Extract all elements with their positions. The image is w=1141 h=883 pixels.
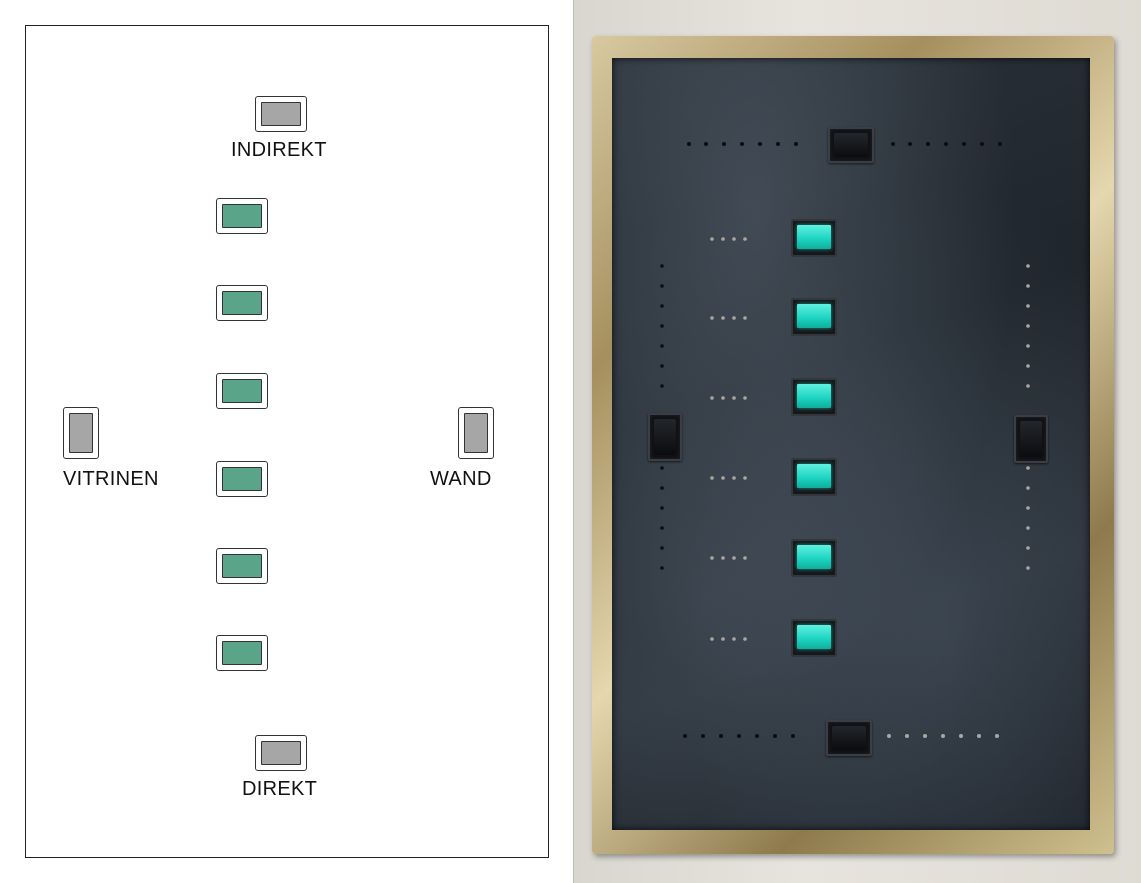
wand-label: WAND xyxy=(430,468,492,490)
bottom-rocker-switch[interactable] xyxy=(826,720,872,756)
panel-photo xyxy=(574,0,1141,883)
dot-row-bottom-left xyxy=(683,734,795,738)
direkt-switch[interactable] xyxy=(255,735,307,771)
dot-column-right xyxy=(1026,264,1030,570)
green-switch-3[interactable] xyxy=(216,373,268,409)
dot-group xyxy=(710,637,747,641)
dot-row-top-left xyxy=(687,142,798,146)
cyan-indicator-6[interactable] xyxy=(791,619,837,657)
right-rocker-switch[interactable] xyxy=(1014,415,1048,463)
cyan-indicator-1[interactable] xyxy=(791,219,837,257)
dot-row-bottom-right xyxy=(887,734,999,738)
indirekt-switch[interactable] xyxy=(255,96,307,132)
dot-group xyxy=(710,556,747,560)
left-rocker-switch[interactable] xyxy=(648,413,682,461)
schematic-diagram: INDIREKT VITRINEN WAND DIREKT xyxy=(25,0,574,883)
dot-group xyxy=(710,396,747,400)
dot-column-left xyxy=(660,264,664,570)
cyan-indicator-4[interactable] xyxy=(791,458,837,496)
green-switch-4[interactable] xyxy=(216,461,268,497)
cyan-indicator-2[interactable] xyxy=(791,298,837,336)
dot-group xyxy=(710,476,747,480)
cyan-indicator-5[interactable] xyxy=(791,539,837,577)
green-switch-5[interactable] xyxy=(216,548,268,584)
direkt-label: DIREKT xyxy=(242,778,318,800)
brass-frame xyxy=(592,36,1114,854)
green-switch-1[interactable] xyxy=(216,198,268,234)
green-switch-2[interactable] xyxy=(216,285,268,321)
top-rocker-switch[interactable] xyxy=(828,127,874,163)
vitrinen-label: VITRINEN xyxy=(63,468,159,490)
indirekt-label: INDIREKT xyxy=(231,139,327,161)
dot-group xyxy=(710,237,747,241)
dot-group xyxy=(710,316,747,320)
green-switch-6[interactable] xyxy=(216,635,268,671)
metal-plate xyxy=(612,58,1090,830)
wand-switch[interactable] xyxy=(458,407,494,459)
dot-row-top-right xyxy=(891,142,1002,146)
cyan-indicator-3[interactable] xyxy=(791,378,837,416)
vitrinen-switch[interactable] xyxy=(63,407,99,459)
